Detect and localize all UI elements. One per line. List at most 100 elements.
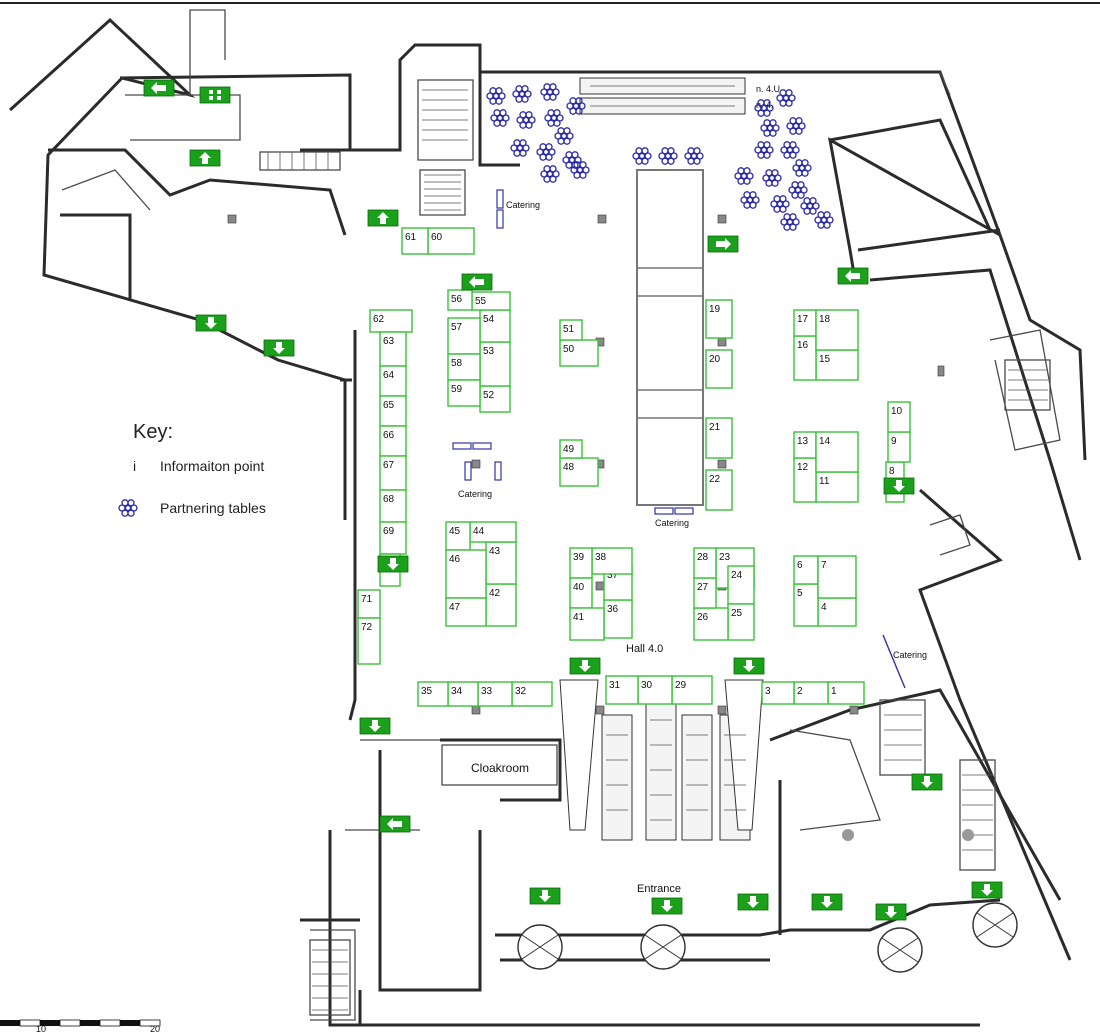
booth-number-72: 72: [361, 622, 373, 633]
booth-number-54: 54: [483, 314, 495, 325]
hall-name: Hall 4.0: [626, 643, 663, 655]
info-point-icon: i: [133, 458, 136, 474]
partnering-table: [780, 213, 800, 231]
booth-3: 3: [761, 681, 795, 705]
booth-69: 69: [379, 521, 407, 555]
booth-17: 17: [793, 309, 817, 337]
booth-51: 51: [559, 319, 583, 341]
booth-number-34: 34: [451, 686, 463, 697]
booth-52: 52: [479, 385, 511, 413]
entrance-escalators: [559, 679, 764, 841]
booth-19: 19: [705, 299, 733, 339]
booth-number-63: 63: [383, 336, 395, 347]
booth-63: 63: [379, 331, 407, 367]
exit-sign-down-icon: [737, 893, 769, 911]
booth-46: 46: [445, 549, 487, 599]
booth-number-17: 17: [797, 314, 809, 325]
booth-number-1: 1: [831, 686, 837, 697]
exit-sign-down-icon: [569, 657, 601, 675]
level-mark-upper: n. 4.U: [756, 84, 780, 94]
partnering-table: [770, 195, 790, 213]
exit-sign-down-icon: [377, 555, 409, 573]
booth-number-28: 28: [697, 552, 709, 563]
partnering-table: [486, 87, 506, 105]
booth-number-71: 71: [361, 594, 373, 605]
booth-number-37: 37: [607, 570, 619, 581]
booth-number-45: 45: [449, 526, 461, 537]
booth-38: 38: [591, 547, 633, 575]
booth-36: 36: [603, 599, 633, 639]
partnering-table: [562, 151, 582, 169]
booth-number-26: 26: [697, 612, 709, 623]
booth-22: 22: [705, 469, 733, 511]
booth-number-36: 36: [607, 604, 619, 615]
exit-sign-left-icon: [379, 815, 411, 833]
booth-number-33: 33: [481, 686, 493, 697]
scale-label-20: 20: [150, 1024, 160, 1032]
booth-number-22: 22: [709, 474, 721, 485]
partnering-table: [540, 165, 560, 183]
exit-sign-left-icon: [143, 79, 175, 97]
partnering-table: [754, 141, 774, 159]
booth-34: 34: [447, 681, 479, 707]
booth-5: 5: [793, 583, 819, 627]
partnering-table: [684, 147, 704, 165]
booth-14: 14: [815, 431, 859, 473]
booth-number-47: 47: [449, 602, 461, 613]
scale-bar: 10 20: [0, 1019, 161, 1032]
map-legend: Key: i Informaiton point Partnering tabl…: [118, 421, 266, 517]
booth-12: 12: [793, 457, 817, 503]
partnering-table: [510, 139, 530, 157]
booth-67: 67: [379, 455, 407, 491]
booth-number-43: 43: [489, 546, 501, 557]
booth-number-32: 32: [515, 686, 527, 697]
partnering-table: [760, 119, 780, 137]
booth-53: 53: [479, 341, 511, 387]
booth-number-3: 3: [765, 686, 771, 697]
booth-number-11: 11: [819, 476, 830, 487]
booth-21: 21: [705, 417, 733, 459]
booth-50: 50: [559, 339, 599, 367]
booth-number-6: 6: [797, 560, 803, 571]
booth-20: 20: [705, 349, 733, 389]
booth-number-4: 4: [821, 602, 827, 613]
exit-sign-down-icon: [875, 903, 907, 921]
partnering-table: [800, 197, 820, 215]
booth-24: 24: [727, 565, 755, 605]
booth-number-62: 62: [373, 314, 385, 325]
booth-62: 62: [369, 309, 413, 333]
booth-number-30: 30: [641, 680, 653, 691]
booth-72: 72: [357, 617, 381, 665]
booth-number-20: 20: [709, 354, 721, 365]
booth-18: 18: [815, 309, 859, 351]
booth-number-48: 48: [563, 462, 575, 473]
booth-number-38: 38: [595, 552, 607, 563]
top-escalators: n. 4.U n. 4.: [579, 77, 780, 115]
central-display-area: [636, 169, 704, 506]
booth-15: 15: [815, 349, 859, 381]
booth-number-69: 69: [383, 526, 395, 537]
exit-sign-down-icon: [811, 893, 843, 911]
booth-32: 32: [511, 681, 553, 707]
partnering-table: [792, 159, 812, 177]
partnering-table: [536, 143, 556, 161]
booth-number-64: 64: [383, 370, 395, 381]
booth-58: 58: [447, 353, 481, 381]
booth-number-42: 42: [489, 588, 501, 599]
partnering-table: [554, 127, 574, 145]
exit-sign-down-icon: [529, 887, 561, 905]
partnering-table: [490, 109, 510, 127]
booth-number-31: 31: [609, 680, 621, 691]
booth-28: 28: [693, 547, 717, 579]
booth-number-12: 12: [797, 462, 809, 473]
partnering-table: [762, 169, 782, 187]
booth-number-49: 49: [563, 444, 575, 455]
booth-25: 25: [727, 603, 755, 641]
partnering-table: [658, 147, 678, 165]
revolving-doors: [517, 829, 1018, 973]
booth-number-18: 18: [819, 314, 831, 325]
booth-number-52: 52: [483, 390, 495, 401]
catering-label-right: Catering: [893, 650, 927, 660]
booth-number-16: 16: [797, 340, 809, 351]
